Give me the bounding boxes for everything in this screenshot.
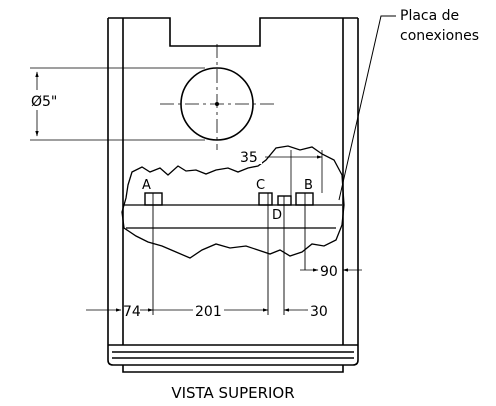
dimension-30-label: 30 [310,304,328,320]
dimension-74-label: 74 [123,304,141,320]
point-c-label: C [256,178,265,193]
point-d-label: D [272,208,282,223]
dimension-35 [265,150,323,196]
dimension-201-label: 201 [195,304,222,320]
point-b-label: B [304,178,313,193]
bolt-c [258,192,273,315]
broken-section [121,145,345,259]
dimension-90-label: 90 [320,264,338,280]
callout-leader [338,15,396,201]
bolt-d [277,195,292,315]
diameter-label: Ø5" [31,94,57,110]
housing-outline [107,17,359,373]
dimension-35-label: 35 [240,150,258,166]
view-title: VISTA SUPERIOR [171,384,294,402]
bolt-b [295,192,314,270]
callout-line-2: conexiones [400,28,479,44]
bolt-a [144,192,163,315]
callout-line-1: Placa de [400,8,459,24]
point-a-label: A [142,178,151,193]
circular-port [160,44,274,150]
